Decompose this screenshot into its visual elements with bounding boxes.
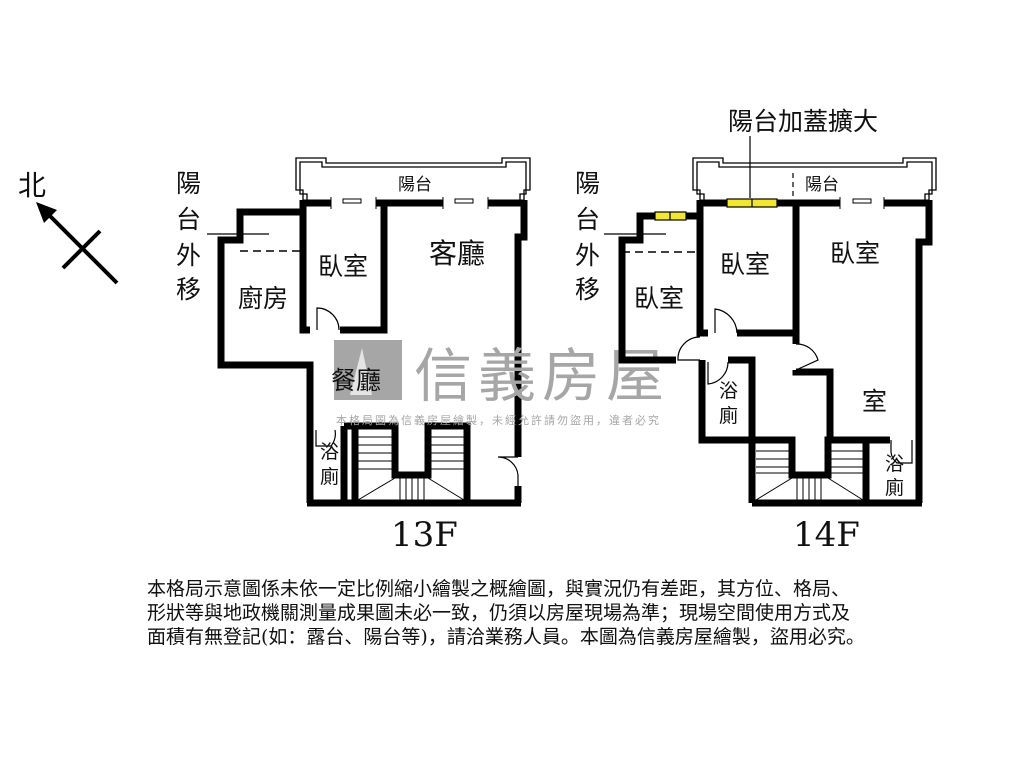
svg-text:移: 移 <box>575 275 600 304</box>
floor-plan-13f <box>207 157 531 507</box>
room-label-bedroom-13f: 臥室 <box>318 252 368 281</box>
floor-label-14f: 14F <box>793 515 860 555</box>
room-label-living-room-13f: 客廳 <box>429 237 485 270</box>
room-label-balcony-13f: 陽台 <box>398 175 432 195</box>
disclaimer: 本格局示意圖係未依一定比例縮小繪製之概繪圖，與實況仍有差距，其方位、格局、 形狀… <box>147 577 1017 649</box>
room-label-bathroom-b-14f-1: 浴 <box>885 453 904 475</box>
disclaimer-line-3: 面積有無登記(如：露台、陽台等)，請洽業務人員。本圖為信義房屋繪製，盜用必究。 <box>147 626 865 648</box>
room-label-bedroom-3-14f: 臥室 <box>634 284 684 313</box>
room-label-bathroom-a-14f-1: 浴 <box>719 380 738 402</box>
watermark-notice: 本格局圖為信義房屋繪製，未經允許請勿盜用，違者必究 <box>336 413 661 427</box>
svg-text:外: 外 <box>176 241 201 270</box>
balcony-14f <box>692 157 937 201</box>
north-label: 北 <box>18 169 46 202</box>
balcony-13f <box>295 157 531 201</box>
annotation-balcony-moved-13f: 陽台 外移 <box>176 169 201 304</box>
disclaimer-line-1: 本格局示意圖係未依一定比例縮小繪製之概繪圖，與實況仍有差距，其方位、格局、 <box>147 578 851 600</box>
room-label-bedroom-1-14f: 臥室 <box>720 250 770 279</box>
room-label-dining-room-13f: 餐廳 <box>331 366 381 395</box>
balcony-enclosure-markers <box>654 198 778 221</box>
room-label-partial-14f: 室 <box>862 387 887 416</box>
annotation-balcony-enclosed-14f: 陽台加蓋擴大 <box>728 107 878 136</box>
room-label-bedroom-2-14f: 臥室 <box>830 239 880 268</box>
watermark: 信義房屋 本格局圖為信義房屋繪製，未經允許請勿盜用，違者必究 <box>334 340 670 427</box>
svg-text:外: 外 <box>575 241 600 270</box>
watermark-brand: 信義房屋 <box>414 342 670 410</box>
room-label-bathroom-b-14f-2: 廁 <box>885 476 904 499</box>
svg-text:台: 台 <box>575 205 600 234</box>
north-arrow-icon <box>36 202 119 285</box>
floor-label-13f: 13F <box>391 515 458 555</box>
room-label-balcony-14f: 陽台 <box>805 175 839 195</box>
door-icon <box>315 307 519 486</box>
floor-plan-14f <box>604 136 937 507</box>
room-label-bathroom-13f-2: 廁 <box>320 465 339 488</box>
disclaimer-line-2: 形狀等與地政機關測量成果圖未必一致，仍須以房屋現場為準；現場空間使用方式及 <box>147 602 851 624</box>
room-label-bathroom-13f-1: 浴 <box>320 441 339 463</box>
svg-text:陽: 陽 <box>176 169 201 198</box>
annotation-balcony-moved-14f: 陽台 外移 <box>575 169 600 304</box>
room-label-bathroom-a-14f-2: 廁 <box>719 404 738 427</box>
svg-text:台: 台 <box>176 205 201 234</box>
room-label-kitchen-13f: 廚房 <box>238 284 288 313</box>
svg-text:陽: 陽 <box>575 169 600 198</box>
svg-text:移: 移 <box>176 275 201 304</box>
